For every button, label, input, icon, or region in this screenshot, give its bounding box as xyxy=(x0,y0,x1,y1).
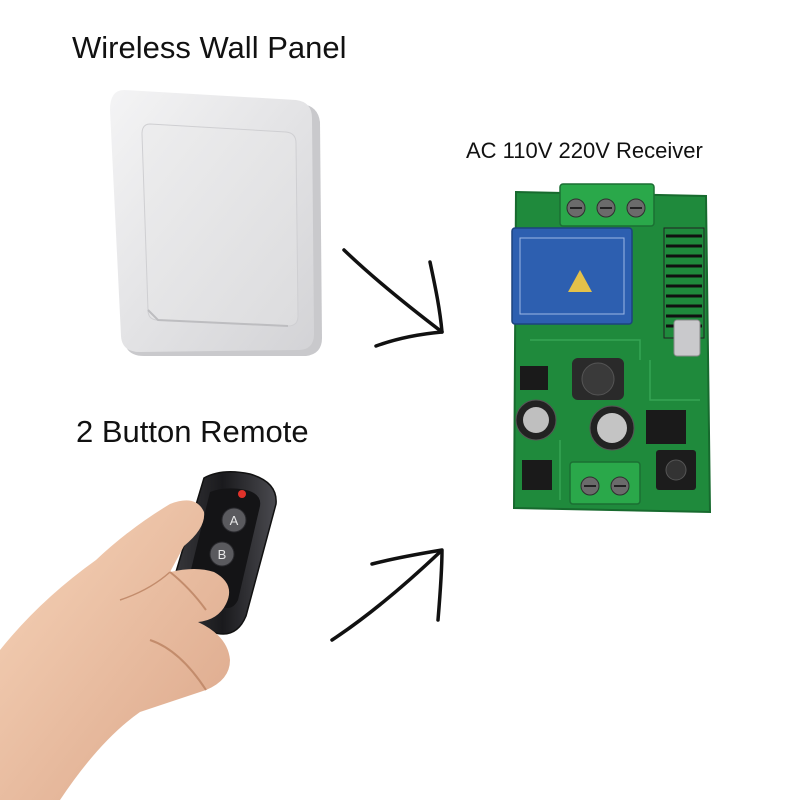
wall-panel-label: Wireless Wall Panel xyxy=(72,30,347,65)
remote-label: 2 Button Remote xyxy=(76,414,309,449)
receiver-label: AC 110V 220V Receiver xyxy=(466,138,703,163)
remote-button-b: B xyxy=(218,547,227,562)
remote-button-a: A xyxy=(230,513,239,528)
